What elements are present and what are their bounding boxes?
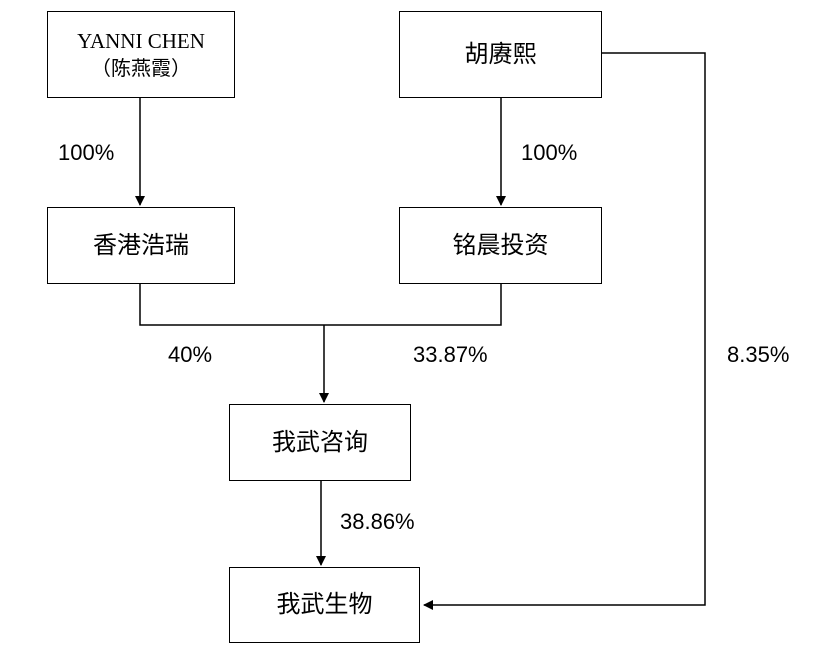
edge-label-yanni-chen-to-hong-kong-haorui: 100%	[58, 140, 115, 165]
edge-hong-kong-haorui-to-merge	[139, 284, 324, 326]
node-hong-kong-haorui-name: 香港浩瑞	[93, 230, 189, 259]
edge-hu-gengxi-to-wowu-bio	[423, 52, 706, 610]
node-hu-gengxi: 胡赓熙	[399, 11, 602, 98]
node-wowu-bio: 我武生物	[229, 567, 420, 643]
edge-label-hu-gengxi-to-mingchen-investment: 100%	[521, 140, 578, 165]
edge-label-hong-kong-haorui-to-wowu-consulting: 40%	[168, 342, 213, 367]
node-hu-gengxi-name: 胡赓熙	[464, 39, 537, 68]
node-yanni-chen-alias: （陈燕霞）	[91, 56, 191, 81]
edge-label-wowu-consulting-to-wowu-bio: 38.86%	[340, 509, 415, 534]
node-yanni-chen: YANNI CHEN （陈燕霞）	[47, 11, 235, 98]
node-wowu-consulting-name: 我武咨询	[272, 427, 368, 456]
edge-mingchen-investment-to-merge	[324, 284, 502, 326]
node-mingchen-investment-name: 铭晨投资	[452, 230, 549, 259]
edge-label-mingchen-investment-to-wowu-consulting: 33.87%	[413, 342, 488, 367]
node-wowu-bio-name: 我武生物	[276, 590, 373, 619]
edge-label-hu-gengxi-to-wowu-bio: 8.35%	[727, 342, 790, 367]
node-hong-kong-haorui: 香港浩瑞	[47, 207, 235, 284]
node-mingchen-investment: 铭晨投资	[399, 207, 602, 284]
node-yanni-chen-name: YANNI CHEN	[77, 28, 205, 53]
node-wowu-consulting: 我武咨询	[229, 404, 411, 481]
